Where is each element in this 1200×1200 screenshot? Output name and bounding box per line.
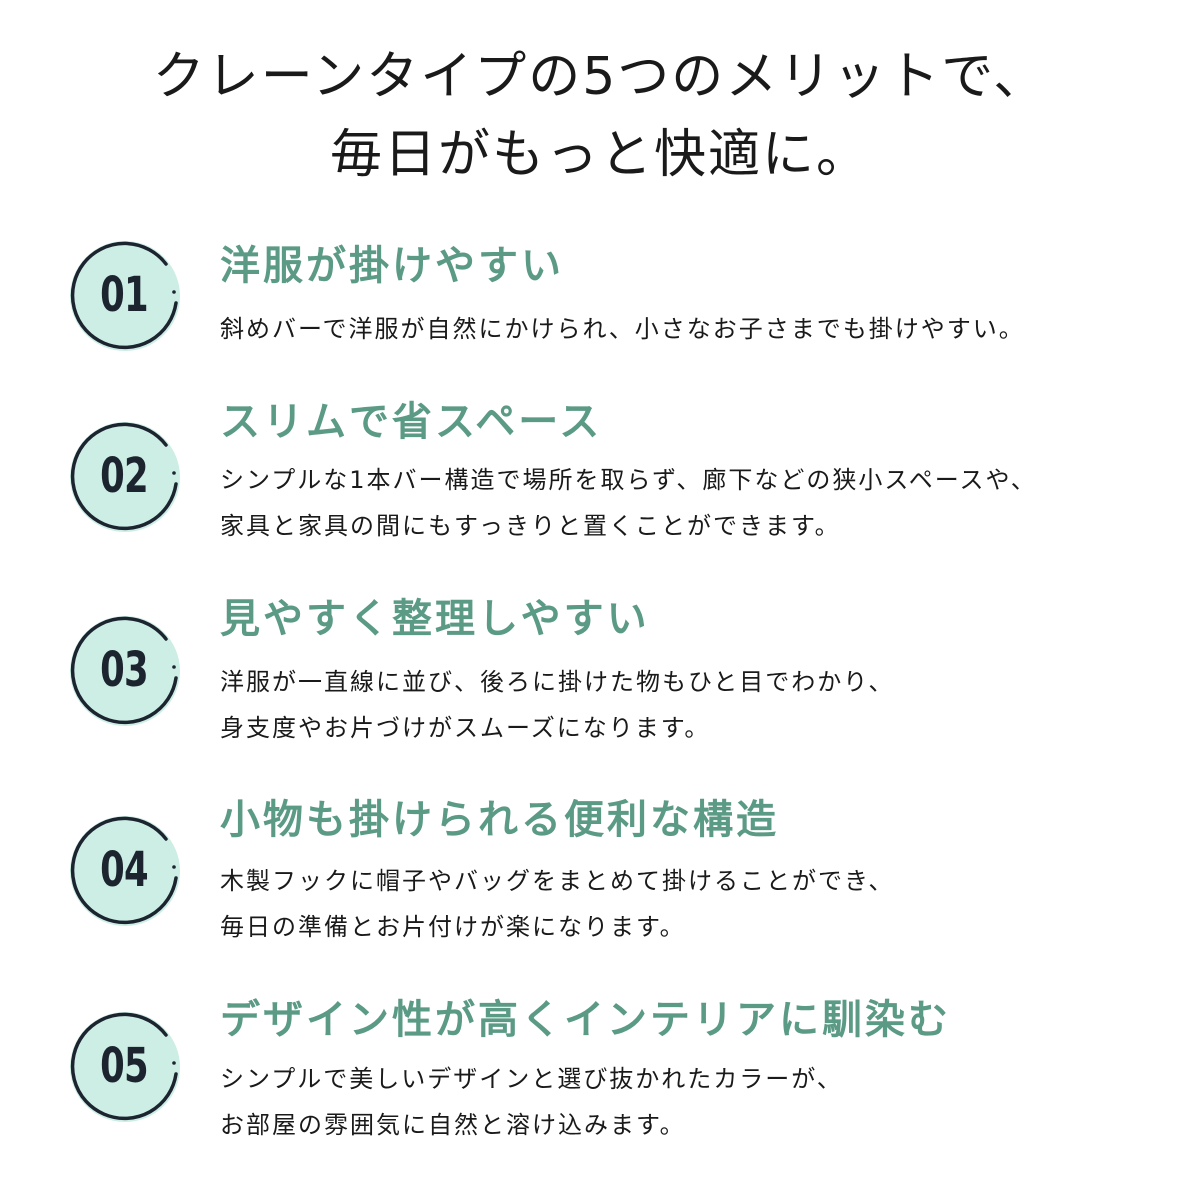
merit-description-line-2: 家具と家具の間にもすっきりと置くことができます。 — [220, 512, 841, 540]
merit-title: スリムで省スペース — [220, 399, 603, 445]
headline-line-2: 毎日がもっと快適に。 — [329, 125, 870, 185]
merit-description-line-1: シンプルな1本バー構造で場所を取らず、廊下などの狭小スペースや、 — [220, 466, 1037, 494]
number-badge: 05 — [66, 1008, 182, 1124]
merit-description-line-1: 木製フックに帽子やバッグをまとめて掛けることができ、 — [220, 867, 895, 895]
number-badge: 03 — [66, 612, 182, 728]
badge-number: 01 — [100, 267, 148, 323]
merit-description: シンプルな1本バー構造で場所を取らず、廊下などの狭小スペースや、 家具と家具の間… — [220, 457, 1037, 549]
number-badge: 04 — [66, 812, 182, 928]
headline-line-1: クレーンタイプの5つのメリットで、 — [152, 47, 1048, 107]
merit-description: 斜めバーで洋服が自然にかけられ、小さなお子さまでも掛けやすい。 — [220, 306, 1025, 352]
merit-title: デザイン性が高くインテリアに馴染む — [220, 997, 951, 1043]
merit-description-line-1: シンプルで美しいデザインと選び抜かれたカラーが、 — [220, 1065, 843, 1093]
badge-number: 03 — [100, 642, 148, 698]
number-badge: 01 — [66, 237, 182, 353]
badge-ring-icon — [70, 1012, 178, 1121]
merit-description: シンプルで美しいデザインと選び抜かれたカラーが、 お部屋の雰囲気に自然と溶け込み… — [220, 1056, 843, 1148]
badge-ring-icon — [70, 816, 178, 925]
badge-number: 05 — [100, 1038, 148, 1094]
merit-description-line-2: 身支度やお片づけがスムーズになります。 — [220, 714, 711, 742]
badge-ring-icon — [70, 422, 178, 531]
headline: クレーンタイプの5つのメリットで、 毎日がもっと快適に。 — [0, 38, 1200, 194]
merit-description-line-1: 斜めバーで洋服が自然にかけられ、小さなお子さまでも掛けやすい。 — [220, 315, 1025, 343]
merit-description-line-2: お部屋の雰囲気に自然と溶け込みます。 — [220, 1111, 686, 1139]
merit-title: 洋服が掛けやすい — [220, 243, 564, 289]
merit-description-line-2: 毎日の準備とお片付けが楽になります。 — [220, 913, 686, 941]
badge-ring-icon — [70, 241, 178, 350]
merit-description: 木製フックに帽子やバッグをまとめて掛けることができ、 毎日の準備とお片付けが楽に… — [220, 858, 894, 950]
badge-number: 02 — [100, 448, 148, 504]
merit-description-line-1: 洋服が一直線に並び、後ろに掛けた物もひと目でわかり、 — [220, 668, 895, 696]
number-badge: 02 — [66, 418, 182, 534]
badge-number: 04 — [100, 842, 148, 898]
badge-ring-icon — [70, 616, 178, 725]
merit-title: 見やすく整理しやすい — [220, 596, 650, 642]
merit-title: 小物も掛けられる便利な構造 — [220, 797, 779, 843]
merit-description: 洋服が一直線に並び、後ろに掛けた物もひと目でわかり、 身支度やお片づけがスムーズ… — [220, 659, 894, 751]
